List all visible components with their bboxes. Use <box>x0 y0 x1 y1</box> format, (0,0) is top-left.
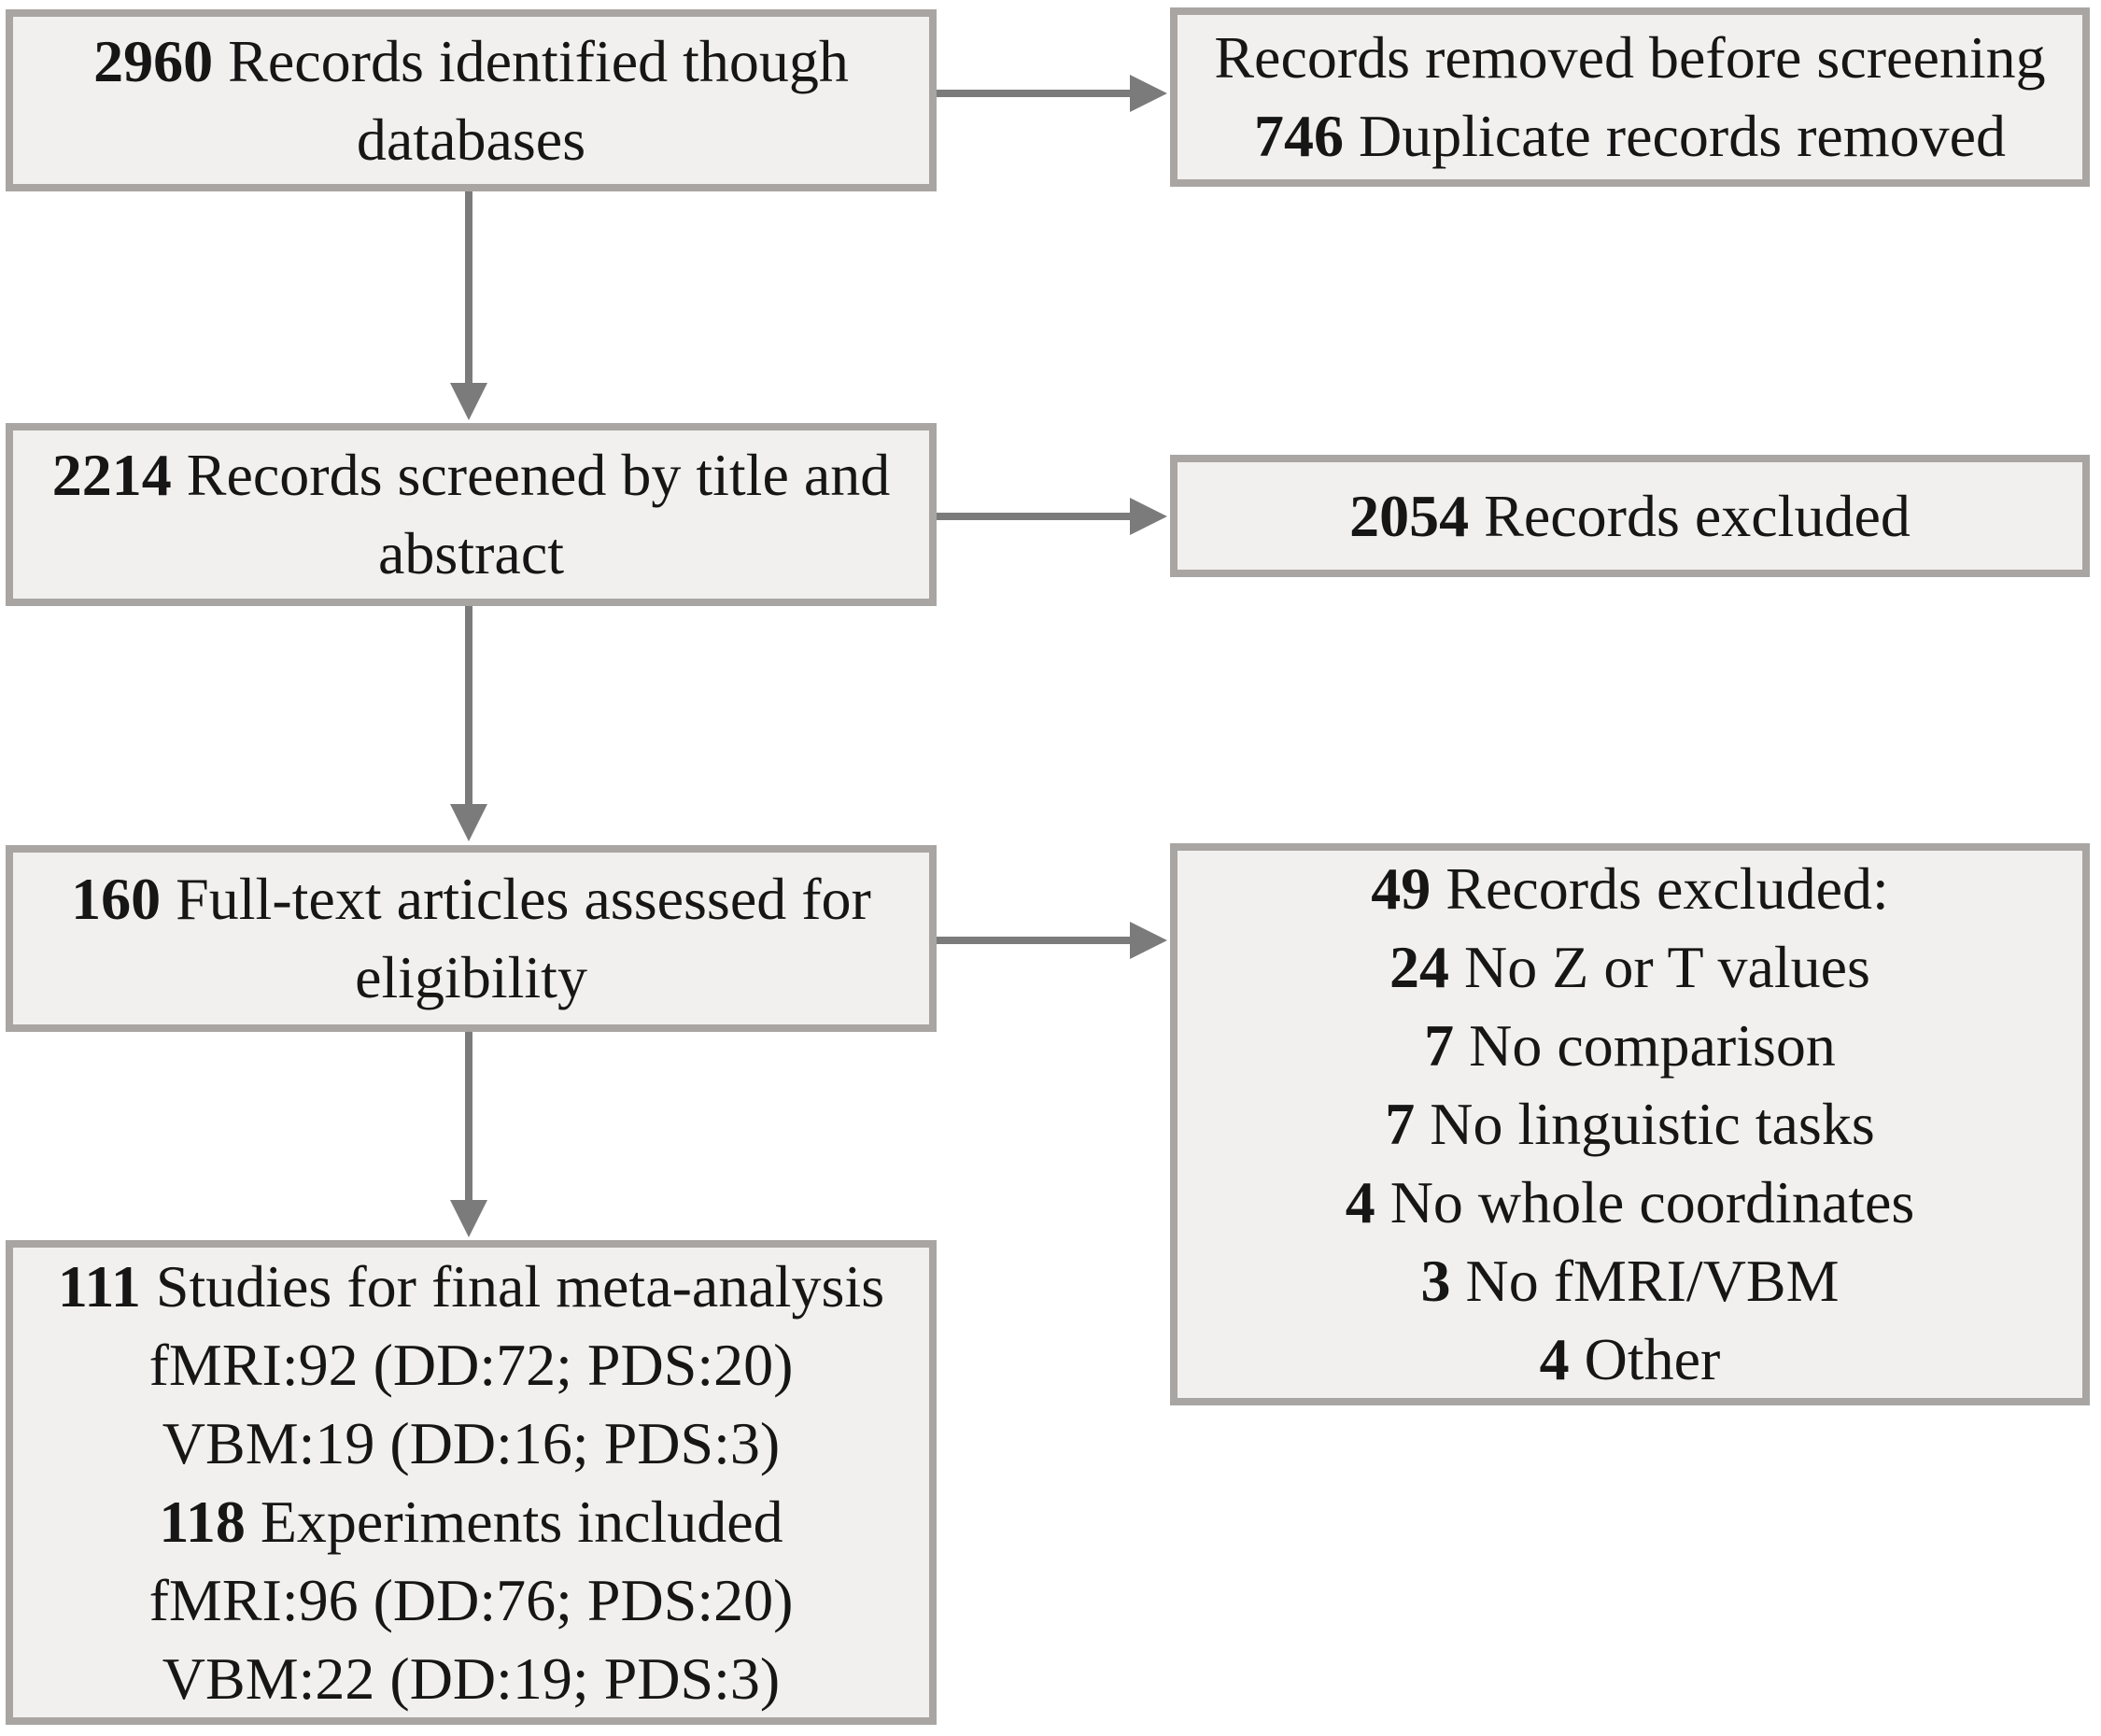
count-value: 160 <box>71 866 162 932</box>
box-text-line: 7 No comparison <box>1189 1007 2071 1085</box>
count-value: 7 <box>1385 1091 1416 1157</box>
label-text: Records excluded: <box>1431 855 1889 922</box>
count-value: 2960 <box>93 27 214 94</box>
box-text-line: 160 Full-text articles assessed for elig… <box>24 860 918 1017</box>
count-value: 2214 <box>51 442 172 508</box>
arrow-down-icon <box>465 191 472 385</box>
label-text: Experiments included <box>245 1488 783 1555</box>
count-value: 7 <box>1424 1012 1455 1079</box>
box-final-meta-analysis: 111 Studies for final meta-analysis fMRI… <box>6 1240 937 1725</box>
box-records-screened: 2214 Records screened by title and abstr… <box>6 423 937 606</box>
count-value: 24 <box>1389 934 1450 1000</box>
count-value: 746 <box>1253 103 1344 169</box>
box-text-line: VBM:19 (DD:16; PDS:3) <box>24 1404 918 1483</box>
box-text-line: 118 Experiments included <box>24 1483 918 1561</box>
arrow-right-head-icon <box>1130 75 1167 112</box>
box-text-line: 111 Studies for final meta-analysis <box>24 1248 918 1326</box>
arrow-down-head-icon <box>450 383 487 420</box>
label-text: Records screened by title and abstract <box>171 442 891 586</box>
count-value: 111 <box>57 1252 141 1320</box>
box-text-line: 2960 Records identified though databases <box>24 22 918 179</box>
box-text-line: VBM:22 (DD:19; PDS:3) <box>24 1640 918 1718</box>
count-value: 2054 <box>1349 482 1470 549</box>
label-text: No linguistic tasks <box>1415 1091 1875 1157</box>
label-text: Duplicate records removed <box>1343 103 2007 169</box>
label-text: VBM:19 (DD:16; PDS:3) <box>162 1409 781 1476</box>
box-text-line: 3 No fMRI/VBM <box>1189 1242 2071 1320</box>
box-records-identified: 2960 Records identified though databases <box>6 9 937 191</box>
box-text-line: fMRI:92 (DD:72; PDS:20) <box>24 1326 918 1404</box>
label-text: No whole coordinates <box>1375 1169 1915 1235</box>
box-text-line: 2054 Records excluded <box>1189 477 2071 556</box>
label-text: Records identified though databases <box>213 27 849 173</box>
count-value: 4 <box>1345 1169 1375 1235</box>
count-value: 4 <box>1539 1326 1570 1392</box>
box-text-line: fMRI:96 (DD:76; PDS:20) <box>24 1561 918 1640</box>
label-text: Records excluded <box>1469 482 1911 549</box>
box-text-line: 4 No whole coordinates <box>1189 1164 2071 1242</box>
box-exclusion-reasons: 49 Records excluded: 24 No Z or T values… <box>1170 843 2090 1405</box>
label-text: VBM:22 (DD:19; PDS:3) <box>162 1644 781 1712</box>
label-text: No comparison <box>1454 1012 1836 1079</box>
arrow-right-head-icon <box>1130 498 1167 535</box>
count-value: 3 <box>1420 1248 1451 1314</box>
label-text: No fMRI/VBM <box>1450 1248 1840 1314</box>
arrow-right-head-icon <box>1130 922 1167 959</box>
arrow-right-icon <box>937 513 1133 520</box>
box-text-line: 24 No Z or T values <box>1189 928 2071 1007</box>
label-text: fMRI:96 (DD:76; PDS:20) <box>148 1566 794 1633</box>
box-text-line: 2214 Records screened by title and abstr… <box>24 436 918 593</box>
arrow-down-icon <box>465 606 472 806</box>
box-text-line: 746 Duplicate records removed <box>1189 97 2071 176</box>
label-text: Records removed before screening <box>1214 24 2046 91</box>
arrow-down-icon <box>465 1032 472 1202</box>
label-text: No Z or T values <box>1449 934 1870 1000</box>
arrow-right-icon <box>937 937 1133 944</box>
box-records-removed-before-screening: Records removed before screening 746 Dup… <box>1170 7 2090 187</box>
label-text: Full-text articles assessed for eligibil… <box>161 866 871 1010</box>
count-value: 118 <box>159 1488 246 1555</box>
box-text-line: Records removed before screening <box>1189 19 2071 97</box>
arrow-down-head-icon <box>450 804 487 841</box>
box-records-excluded: 2054 Records excluded <box>1170 455 2090 577</box>
label-text: Studies for final meta-analysis <box>140 1252 885 1320</box>
box-text-line: 7 No linguistic tasks <box>1189 1085 2071 1164</box>
box-text-line: 4 Other <box>1189 1320 2071 1399</box>
box-text-line: 49 Records excluded: <box>1189 850 2071 928</box>
label-text: fMRI:92 (DD:72; PDS:20) <box>148 1331 794 1398</box>
box-fulltext-assessed: 160 Full-text articles assessed for elig… <box>6 845 937 1032</box>
label-text: Other <box>1569 1326 1721 1392</box>
arrow-down-head-icon <box>450 1200 487 1237</box>
arrow-right-icon <box>937 90 1133 97</box>
count-value: 49 <box>1371 855 1431 922</box>
